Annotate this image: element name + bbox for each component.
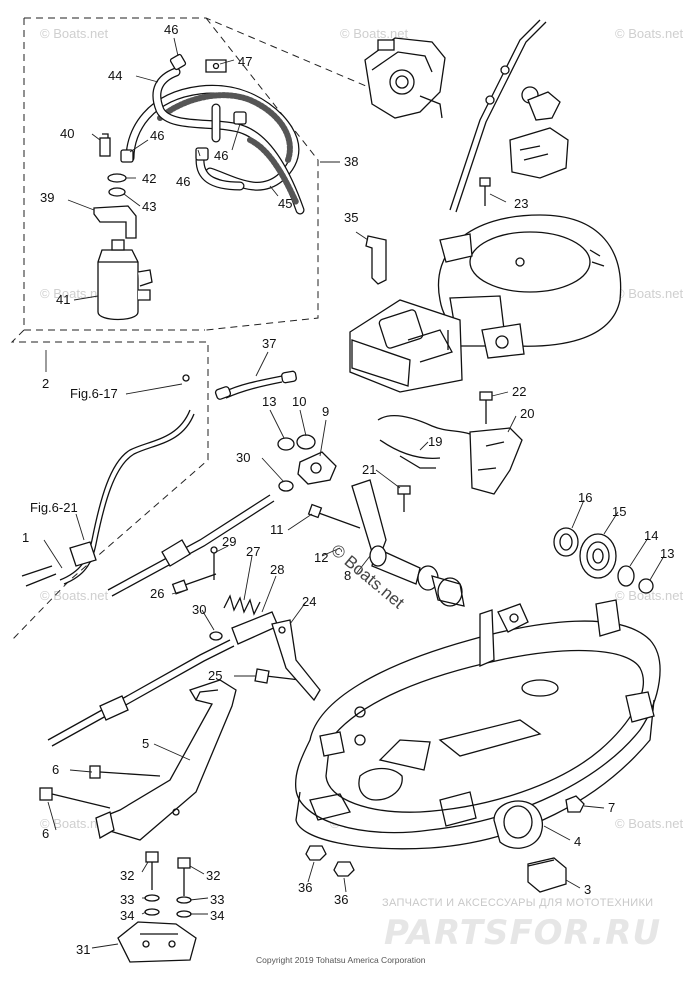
callout-4: 4	[574, 834, 581, 849]
callout-44: 44	[108, 68, 122, 83]
callout-42: 42	[142, 171, 156, 186]
watermark: © Boats.net	[615, 286, 684, 301]
callout-40: 40	[60, 126, 74, 141]
watermark: © Boats.net	[40, 588, 109, 603]
callout-26: 26	[150, 586, 164, 601]
callout-36: 36	[334, 892, 348, 907]
mount-bracket	[39, 679, 237, 841]
shift-arm	[271, 619, 321, 702]
leader-lines	[43, 37, 665, 949]
callout-46: 46	[150, 128, 164, 143]
control-cables	[47, 494, 275, 747]
shop-subtitle: ЗАПЧАСТИ И АКСЕССУАРЫ ДЛЯ МОТОТЕХНИКИ	[382, 897, 653, 909]
throttle-cable-bracket	[377, 415, 523, 495]
shop-name: PARTSFOR.RU	[384, 913, 661, 953]
callout-28: 28	[270, 562, 284, 577]
callout-46: 46	[214, 148, 228, 163]
callout-34: 34	[210, 908, 224, 923]
callout-38: 38	[344, 154, 358, 169]
watermark: © Boats.net	[340, 26, 409, 41]
callout-45: 45	[278, 196, 292, 211]
stop-switch-cable	[21, 374, 195, 587]
callout-13: 13	[262, 394, 276, 409]
callout-25: 25	[208, 668, 222, 683]
fuel-hoses	[125, 67, 305, 215]
callout-41: 41	[56, 292, 70, 307]
callout-46: 46	[164, 22, 178, 37]
watermark: © Boats.net	[615, 816, 684, 831]
watermark: © Boats.net	[615, 26, 684, 41]
callout-47: 47	[238, 54, 252, 69]
callout-30: 30	[192, 602, 206, 617]
callout-labels: 46 47 44 40 46 42 46 46 39 43 45 38 41 3…	[22, 22, 674, 957]
fig-ref-6-21: Fig.6-21	[30, 500, 78, 515]
callout-23: 23	[514, 196, 528, 211]
callout-6: 6	[42, 826, 49, 841]
spring	[223, 594, 261, 616]
callout-11: 11	[270, 522, 284, 537]
lever-hardware	[277, 434, 337, 485]
callout-46: 46	[176, 174, 190, 189]
figure-references: Fig.6-17 Fig.6-21	[30, 386, 118, 515]
callout-14: 14	[644, 528, 658, 543]
carburetor	[364, 37, 446, 119]
callout-13: 13	[660, 546, 674, 561]
copyright-text: Copyright 2019 Tohatsu America Corporati…	[256, 955, 426, 965]
transom-plate-hardware	[117, 851, 197, 963]
callout-21: 21	[362, 462, 376, 477]
callout-36: 36	[298, 880, 312, 895]
callout-34: 34	[120, 908, 134, 923]
fuel-system-group-outline	[10, 17, 367, 641]
callout-15: 15	[612, 504, 626, 519]
callout-8: 8	[344, 568, 351, 583]
callout-30: 30	[236, 450, 250, 465]
callout-2: 2	[42, 376, 49, 391]
wire-harness	[214, 370, 297, 400]
nuts-36	[305, 845, 355, 877]
watermark: © Boats.net	[615, 588, 684, 603]
callout-22: 22	[512, 384, 526, 399]
callout-33: 33	[210, 892, 224, 907]
fuel-filter-assembly	[93, 133, 153, 321]
callout-12: 12	[314, 550, 328, 565]
callout-9: 9	[322, 404, 329, 419]
watermark: © Boats.net	[40, 816, 109, 831]
callout-39: 39	[40, 190, 54, 205]
callout-35: 35	[344, 210, 358, 225]
throttle-linkage	[449, 19, 569, 213]
throttle-arm	[351, 479, 465, 607]
callout-31: 31	[76, 942, 90, 957]
shop-watermark: ЗАПЧАСТИ И АКСЕССУАРЫ ДЛЯ МОТОТЕХНИКИ PA…	[382, 897, 661, 953]
fig-ref-6-17: Fig.6-17	[70, 386, 118, 401]
callout-43: 43	[142, 199, 156, 214]
callout-32: 32	[120, 868, 134, 883]
choke-clip	[365, 235, 387, 285]
grommet-and-plug	[493, 795, 585, 893]
callout-33: 33	[120, 892, 134, 907]
callout-32: 32	[206, 868, 220, 883]
shift-rod	[209, 480, 294, 645]
callout-5: 5	[142, 736, 149, 751]
starter-handle	[349, 299, 463, 393]
callout-10: 10	[292, 394, 306, 409]
callout-6: 6	[52, 762, 59, 777]
bushing-set	[553, 527, 654, 594]
callout-29: 29	[222, 534, 236, 549]
hose-bracket	[205, 59, 227, 73]
callout-3: 3	[584, 882, 591, 897]
callout-7: 7	[608, 800, 615, 815]
callout-27: 27	[246, 544, 260, 559]
callout-19: 19	[428, 434, 442, 449]
callout-1: 1	[22, 530, 29, 545]
callout-20: 20	[520, 406, 534, 421]
callout-16: 16	[578, 490, 592, 505]
bottom-cowl	[294, 330, 661, 850]
screw-23	[479, 177, 491, 206]
callout-37: 37	[262, 336, 276, 351]
flywheel-cover	[437, 214, 622, 359]
watermark: © Boats.net	[40, 26, 109, 41]
callout-24: 24	[302, 594, 316, 609]
